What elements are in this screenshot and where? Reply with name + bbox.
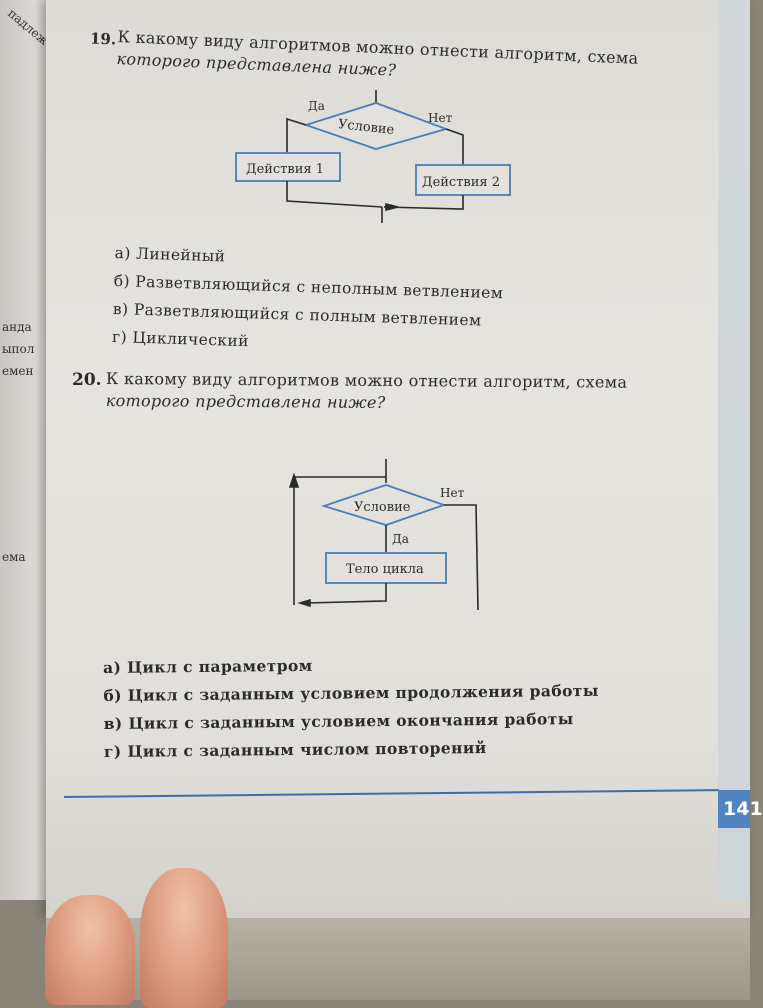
no-label: Нет: [428, 111, 453, 125]
question-text: К какому виду алгоритмов можно отнести а…: [106, 368, 686, 416]
flowchart-branching: Условие Да Нет Действия 1 Действия 2: [235, 90, 511, 223]
flow-line-no: [445, 128, 464, 167]
left-page-fragment: анда: [2, 320, 32, 334]
yes-label: Да: [308, 99, 325, 113]
page-number: 141: [718, 790, 763, 828]
action2-label: Действия 2: [422, 175, 500, 190]
flow-line-back: [305, 583, 387, 604]
no-label: Нет: [440, 486, 465, 500]
question-text-line: которого представлена ниже?: [105, 390, 386, 412]
action1-box: [235, 152, 341, 182]
yes-label: Да: [392, 532, 409, 546]
arrow-head: [385, 202, 399, 212]
condition-label: Условие: [337, 117, 395, 138]
flow-line-merge-right: [383, 195, 464, 210]
loop-body-box: [325, 552, 447, 584]
left-page-fragment: емен: [2, 364, 34, 378]
flow-line-exit: [444, 504, 479, 611]
finger-right: [140, 868, 228, 1008]
finger-left: [45, 895, 135, 1005]
textbook-page: [46, 0, 750, 918]
page-margin-strip: [718, 0, 750, 900]
left-page-fragment: ыпол: [2, 342, 35, 356]
question-number: 19.: [89, 29, 117, 49]
flow-line-yes: [286, 117, 307, 153]
option-d: г) Цикл с заданным числом повторений: [103, 737, 487, 761]
question-number: 20.: [72, 370, 102, 390]
arrow-head: [288, 472, 300, 488]
arrow-head: [297, 598, 311, 608]
left-page-fragment: ема: [2, 550, 26, 564]
option-a: а) Цикл с параметром: [103, 655, 313, 677]
flowchart-loop: Условие Нет Да Тело цикла: [288, 459, 479, 611]
condition-label: Условие: [354, 500, 411, 515]
left-page-fragment: падлеж: [5, 6, 52, 48]
action1-label: Действия 1: [246, 162, 324, 177]
loop-body-label: Тело цикла: [346, 562, 424, 577]
option-a: а) Линейный: [114, 244, 226, 266]
flow-line-merge-left: [286, 181, 383, 208]
